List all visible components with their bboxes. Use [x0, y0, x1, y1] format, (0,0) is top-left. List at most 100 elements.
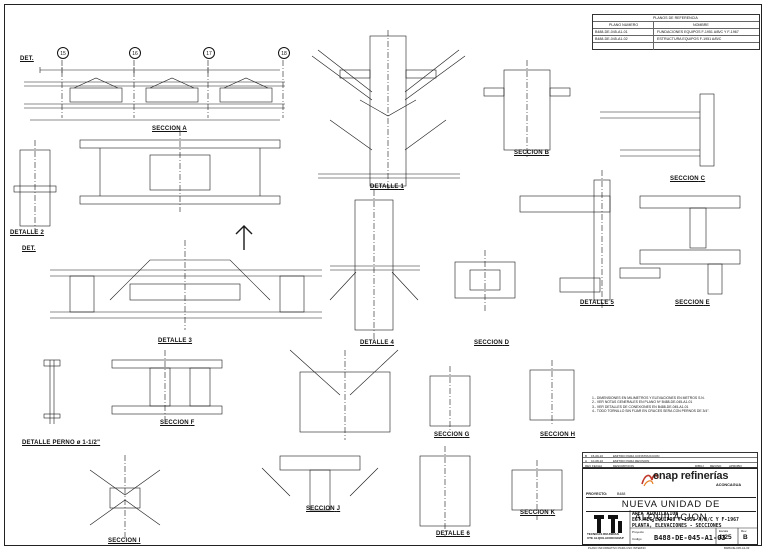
det-1-label: DET.: [20, 56, 34, 62]
reftable-row: B488-DE-045-A1-02 ESTRUCTURA EQUIPOS F-1…: [593, 36, 759, 43]
enap-logo-icon: [641, 474, 659, 487]
reftable-title: PLANOS DE REFERENCIA: [653, 16, 698, 20]
revision-id: B: [585, 453, 588, 458]
seccion-d-linework: [454, 250, 516, 312]
grid-bubble-18: 18: [278, 47, 290, 59]
proyecto-field-label: Proyecto: [632, 530, 644, 534]
drawing-area: AREA ALQUILACION: [632, 512, 679, 517]
elevation-top-left: [24, 60, 285, 121]
seccion-h-label: SECCION H: [540, 432, 576, 438]
detalle-2-label: DETALLE 2: [10, 230, 45, 236]
seccion-k-label: SECCION K: [520, 510, 556, 516]
company-name: enap refinerías: [653, 470, 729, 482]
revision-header-aprobo: APROBO: [729, 463, 742, 468]
title-block: [582, 468, 758, 545]
detalle-2-linework: [13, 140, 57, 236]
seccion-b-label: SECCION B: [514, 150, 550, 156]
seccion-a-label: SECCION A: [152, 126, 187, 132]
seccion-f-label: SECCION F: [160, 420, 195, 426]
note-item: 3.- VER DETALLES DE CONEXIONES EN B488-D…: [592, 404, 689, 409]
grid-bubble-15: 15: [57, 47, 69, 59]
company-subtitle: ACONCAGUA: [716, 483, 742, 487]
seccion-b-linework: [483, 60, 571, 158]
revision-id: A: [585, 458, 588, 463]
project-code: B488: [617, 492, 626, 496]
revisions-table: B 15-09-10 EMITIDO PARA CONSTRUCCION A 1…: [582, 452, 758, 468]
middle-elevation-linework: [50, 240, 322, 330]
drawing-revision: B: [743, 534, 748, 541]
drawing-main-title: NUEVA UNIDAD DE ALQUILACION: [586, 497, 756, 523]
footer-note: PLANO INFORMATIVO PARA USO INTERNO: [588, 546, 646, 550]
perno-linework: [43, 359, 61, 424]
detalle-perno-label: DETALLE PERNO ø 1-1/2": [22, 440, 101, 446]
drawing-code: B488-DE-045-A1-03: [654, 534, 726, 542]
tecnicas-reunidas-label: TECNICAS REUNIDAS UTE ALQUILACION ENAP: [587, 532, 624, 540]
drawing-scale: 1/25: [719, 534, 732, 541]
revision-description: EMITIDO PARA CONSTRUCCION: [613, 453, 660, 458]
reftable-row-name: FUNDACIONES EQUIPOS F-1951 A/B/C Y F-196…: [657, 30, 739, 34]
seccion-g-linework: [111, 350, 223, 420]
footer-code: B488-DE-045-A1-03: [724, 546, 750, 550]
revision-header-reviso: REVISO: [710, 463, 722, 468]
revision-date: 15-09-10: [591, 453, 604, 458]
drawing-views: PLANTA, ELEVACIONES - SECCIONES: [632, 524, 722, 529]
seccion-d-label: SECCION D: [474, 340, 510, 346]
general-notes: 1.- DIMENSIONES EN MILIMETROS Y ELEVACIO…: [592, 396, 757, 414]
reftable-row: B488-DE-045-A1-01 FUNDACIONES EQUIPOS F-…: [593, 29, 759, 36]
project-label: PROYECTO:: [586, 492, 608, 496]
detalle-6-label: DETALLE 6: [436, 531, 471, 537]
sheet-border: [4, 4, 762, 546]
seccion-l-linework: [511, 460, 563, 520]
seccion-g-label: SECCION G: [434, 432, 470, 438]
seccion-i-label: SECCION I: [108, 538, 141, 544]
seccion-e-linework: [639, 195, 741, 249]
reftable-header-row: PLANOS DE REFERENCIA: [593, 15, 759, 22]
drawing-subject: EST.MET.EQUIPOS F-1951 A/B/C Y F-1967: [632, 518, 739, 523]
reftable-row-number: B488-DE-045-A1-02: [595, 37, 628, 41]
reftable-divider: [653, 22, 654, 50]
detalle-5-linework: [419, 446, 471, 536]
revision-header-desc: DESCRIPCION: [613, 463, 634, 468]
revision-header-row: REV FECHA DESCRIPCION DIBUJ REVISO APROB…: [583, 463, 757, 468]
detalle-1-label: DETALLE 1: [370, 184, 405, 190]
seccion-j-linework: [529, 360, 575, 426]
revision-row: B 15-09-10 EMITIDO PARA CONSTRUCCION: [583, 453, 757, 458]
seccion-i-linework: [429, 366, 471, 432]
reftable-row-name: ESTRUCTURA EQUIPOS F-1951 A/B/C: [657, 37, 722, 41]
seccion-c-label: SECCION C: [670, 176, 706, 182]
reftable-col-name: NOMBRE: [693, 23, 709, 27]
escala-field-label: Escala: [719, 529, 729, 533]
seccion-k-linework: [261, 455, 379, 511]
reference-drawings-table: PLANOS DE REFERENCIA PLANO NUMERO NOMBRE…: [592, 14, 760, 50]
tt-line2: UTE ALQUILACION ENAP: [587, 535, 624, 540]
reftable-col-number: PLANO NUMERO: [609, 23, 639, 27]
seccion-e-label: SECCION E: [675, 300, 710, 306]
detalle-3-label: DETALLE 3: [158, 338, 193, 344]
tecnicas-reunidas-logo-icon: [594, 515, 622, 533]
detalle-4-linework: [519, 170, 611, 310]
note-item: 1.- DIMENSIONES EN MILIMETROS Y ELEVACIO…: [592, 396, 705, 400]
seccion-c-linework: [600, 93, 715, 167]
reftable-col-row: PLANO NUMERO NOMBRE: [593, 22, 759, 29]
note-item: 2.- VER NOTAS GENERALES EN PLANO Nº B488…: [592, 400, 693, 405]
seccion-a-linework: [79, 130, 281, 212]
revision-header-dib: DIBUJ: [695, 463, 704, 468]
codigo-field-label: Código: [632, 537, 642, 541]
bottom-left-detail-linework: [89, 455, 161, 540]
revision-row: A 10-08-10 EMITIDO PARA REVISION: [583, 458, 757, 463]
revision-description: EMITIDO PARA REVISION: [613, 458, 650, 463]
note-item: 4.- TODO TORNILLO SIN FIJAR EN CRUCES SE…: [592, 409, 710, 414]
seccion-j-label: SECCION J: [306, 506, 341, 512]
tt-line1: TECNICAS REUNIDAS: [587, 532, 619, 536]
rev-field-label: Rev.: [741, 529, 747, 533]
detalle-4-label: DETALLE 4: [360, 340, 395, 346]
seccion-f-linework: [619, 249, 741, 295]
seccion-h-linework: [289, 349, 399, 440]
detalle-5-label: DETALLE 5: [580, 300, 615, 306]
revision-header-rev: REV: [585, 463, 592, 468]
grid-bubble-16: 16: [129, 47, 141, 59]
revision-date: 10-08-10: [591, 458, 604, 463]
revision-header-date: FECHA: [592, 463, 603, 468]
